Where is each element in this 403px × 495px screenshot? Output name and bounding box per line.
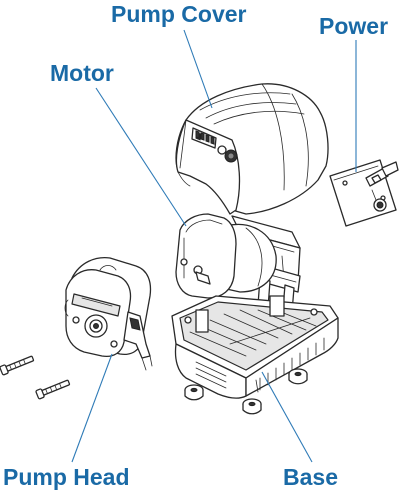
mounting-screws xyxy=(0,355,71,400)
pump-head-part xyxy=(64,256,153,371)
foot-3 xyxy=(242,398,262,415)
power-label: Power xyxy=(319,13,389,39)
base-part xyxy=(171,295,339,399)
pump-head-label: Pump Head xyxy=(3,464,130,490)
pump-head-leader xyxy=(71,353,113,463)
motor-leader xyxy=(95,87,187,227)
foot-2 xyxy=(288,368,308,385)
pump-cover-part xyxy=(175,83,329,215)
base-leader xyxy=(261,371,313,463)
base-label: Base xyxy=(283,464,338,490)
pump-cover-leader xyxy=(183,29,213,109)
screw-2 xyxy=(35,379,71,400)
power-plate-part xyxy=(329,159,399,227)
rubber-feet xyxy=(184,368,308,415)
pump-cover-label: Pump Cover xyxy=(111,1,247,27)
leader-lines xyxy=(71,29,357,463)
motor-label: Motor xyxy=(50,60,114,86)
screw-1 xyxy=(0,355,35,376)
foot-1 xyxy=(184,384,204,401)
